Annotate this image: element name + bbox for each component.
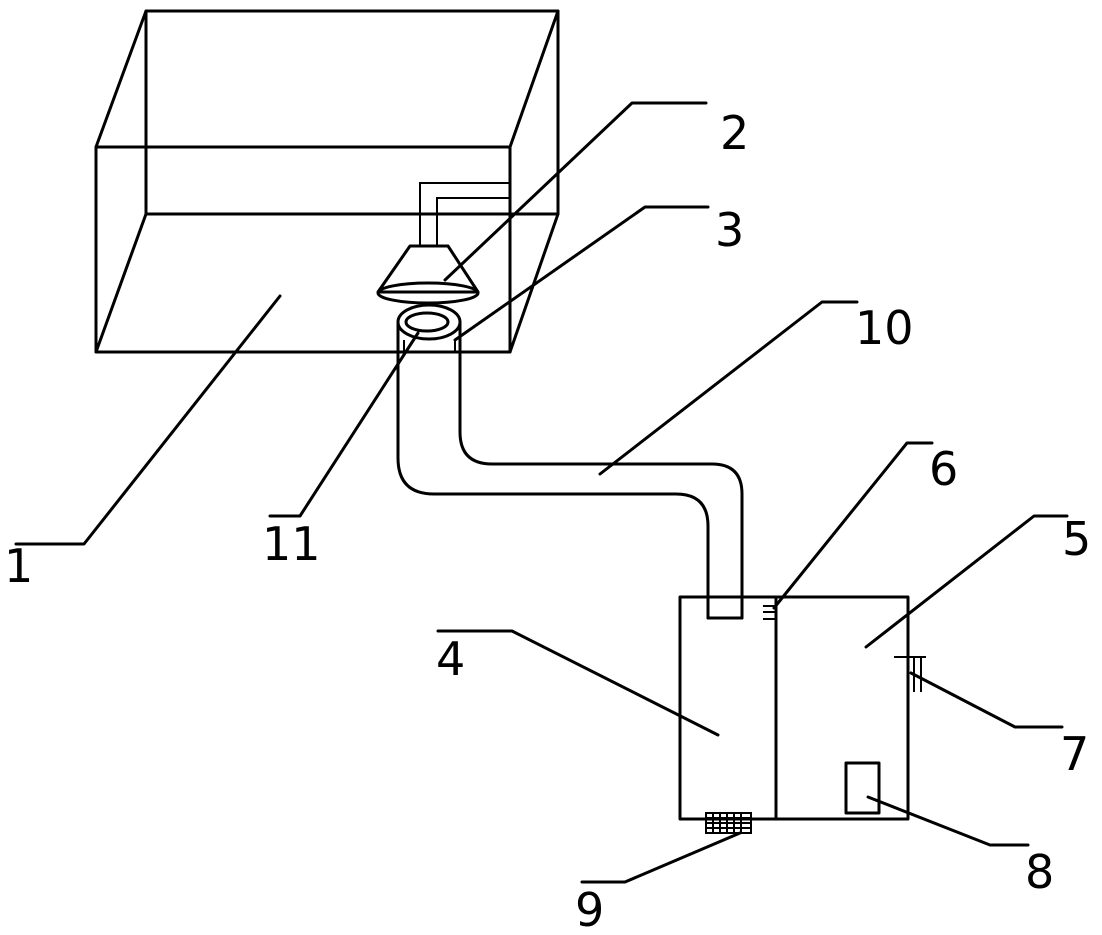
leader-4 bbox=[436, 629, 720, 737]
label-8: 8 bbox=[1025, 845, 1054, 899]
tank-edge-bottom-left bbox=[94, 212, 148, 354]
leader-3 bbox=[453, 205, 710, 342]
funnel-hood bbox=[376, 182, 510, 305]
label-6: 6 bbox=[929, 442, 958, 496]
tank-box bbox=[94, 9, 560, 354]
leader-1 bbox=[14, 294, 282, 546]
label-11: 11 bbox=[262, 517, 321, 571]
hose bbox=[396, 350, 744, 620]
label-1: 1 bbox=[4, 539, 33, 593]
collection-box-outline bbox=[678, 595, 910, 821]
label-4: 4 bbox=[436, 632, 465, 686]
label-3: 3 bbox=[715, 203, 744, 257]
bottom-grille bbox=[705, 812, 752, 834]
leader-7 bbox=[909, 671, 1064, 729]
inlet-opening bbox=[404, 311, 450, 333]
leader-9 bbox=[580, 831, 742, 884]
leader-6 bbox=[772, 441, 934, 610]
tank-edge-top-right bbox=[508, 9, 560, 149]
hood-rim bbox=[376, 281, 480, 305]
part-labels: 1 2 3 4 5 6 7 8 9 10 11 bbox=[4, 106, 1091, 935]
collection-box bbox=[678, 595, 910, 821]
tank-front-face bbox=[94, 145, 512, 354]
leader-8 bbox=[866, 795, 1030, 847]
leader-11 bbox=[268, 331, 420, 518]
side-fitting bbox=[894, 656, 926, 692]
inlet-collar bbox=[396, 303, 462, 354]
label-9: 9 bbox=[575, 883, 604, 935]
leader-2 bbox=[443, 101, 708, 282]
label-2: 2 bbox=[720, 106, 749, 160]
label-7: 7 bbox=[1060, 727, 1089, 781]
label-5: 5 bbox=[1062, 512, 1091, 566]
hood-bracket-inner bbox=[436, 197, 510, 246]
hose-right-wall bbox=[458, 350, 744, 620]
leader-5 bbox=[864, 514, 1069, 649]
label-10: 10 bbox=[855, 301, 914, 355]
hood-bracket-outer bbox=[419, 182, 510, 246]
tank-back-face bbox=[144, 9, 560, 216]
leader-lines bbox=[14, 101, 1069, 884]
tank-edge-top-left bbox=[94, 9, 148, 149]
leader-10 bbox=[598, 300, 859, 476]
hose-left-wall bbox=[396, 350, 710, 620]
inner-module bbox=[844, 761, 881, 815]
